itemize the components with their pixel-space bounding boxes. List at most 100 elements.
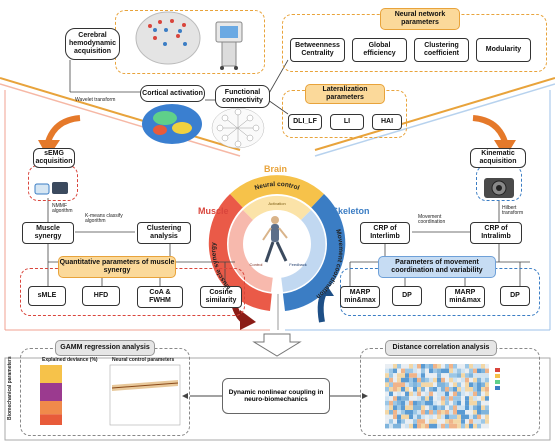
heatmap-cell <box>409 368 413 374</box>
crp-interlimb-box: CRP of Interlimb <box>360 222 410 244</box>
heatmap-cell <box>429 400 433 406</box>
heatmap-cell <box>417 368 421 374</box>
heatmap-cell <box>473 377 477 383</box>
heatmap-cell <box>481 419 485 424</box>
heatmap-cell <box>385 419 389 424</box>
heatmap-cell <box>473 364 477 369</box>
heatmap-cell <box>481 364 485 369</box>
distance-correlation-heatmap <box>385 364 500 429</box>
heatmap-cell <box>437 414 441 420</box>
heatmap-cell <box>481 410 485 415</box>
heatmap-cell <box>449 364 453 369</box>
heatmap-cell <box>409 377 413 383</box>
heatmap-cell <box>409 382 413 387</box>
heatmap-cell <box>449 382 453 387</box>
nn-item-3: Clustering coefficient <box>414 38 469 62</box>
heatmap-cell <box>389 396 393 401</box>
heatmap-cell <box>469 382 473 387</box>
heatmap-cell <box>461 373 465 378</box>
distance-frame <box>360 348 540 436</box>
heatmap-cell <box>469 419 473 424</box>
heatmap-cell <box>485 400 489 406</box>
heatmap-cell <box>485 387 489 392</box>
heatmap-cell <box>473 387 477 392</box>
heatmap-cell <box>389 410 393 415</box>
heatmap-cell <box>457 400 461 406</box>
fnirs-device-image <box>215 21 243 70</box>
heatmap-cell <box>481 396 485 401</box>
heatmap-cell <box>457 391 461 397</box>
heatmap-cell <box>445 382 449 387</box>
heatmap-cell <box>433 405 437 410</box>
heatmap-cell <box>417 387 421 392</box>
heatmap-cell <box>457 368 461 374</box>
heatmap-cell <box>405 414 409 420</box>
heatmap-cell <box>445 377 449 383</box>
heatmap-cell <box>453 382 457 387</box>
heatmap-legend-swatch <box>495 374 500 378</box>
heatmap-cell <box>453 391 457 397</box>
heatmap-cell <box>413 423 417 429</box>
heatmap-cell <box>385 414 389 420</box>
heatmap-cell <box>429 382 433 387</box>
heatmap-cell <box>429 373 433 378</box>
heatmap-cell <box>385 368 389 374</box>
heatmap-cell <box>477 373 481 378</box>
heatmap-cell <box>465 396 469 401</box>
heatmap-cell <box>473 382 477 387</box>
heatmap-cell <box>421 414 425 420</box>
heatmap-cell <box>457 414 461 420</box>
heatmap-cell <box>449 396 453 401</box>
muscle-item-4: Cosine similarity <box>200 286 242 308</box>
heatmap-cell <box>469 364 473 369</box>
heatmap-cell <box>425 414 429 420</box>
heatmap-cell <box>413 391 417 397</box>
heatmap-cell <box>397 419 401 424</box>
heatmap-cell <box>453 400 457 406</box>
heatmap-cell <box>429 410 433 415</box>
heatmap-cell <box>397 391 401 397</box>
heatmap-cell <box>417 414 421 420</box>
hilbert-label: Hilbert transform <box>502 205 524 217</box>
heatmap-cell <box>473 410 477 415</box>
heatmap-cell <box>413 396 417 401</box>
heatmap-cell <box>405 423 409 429</box>
heatmap-cell <box>469 405 473 410</box>
heatmap-cell <box>449 405 453 410</box>
neural-control-params-label: Neural control parameters <box>112 357 175 363</box>
heatmap-cell <box>485 368 489 374</box>
heatmap-cell <box>397 414 401 420</box>
heatmap-cell <box>393 391 397 397</box>
heatmap-cell <box>413 400 417 406</box>
heatmap-cell <box>413 382 417 387</box>
heatmap-cell <box>421 419 425 424</box>
heatmap-cell <box>421 400 425 406</box>
heatmap-cell <box>433 423 437 429</box>
heatmap-cell <box>453 423 457 429</box>
heatmap-cell <box>413 368 417 374</box>
heatmap-cell <box>437 391 441 397</box>
heatmap-cell <box>429 423 433 429</box>
heatmap-cell <box>405 373 409 378</box>
stacked-bar-segment <box>40 383 62 401</box>
heatmap-cell <box>485 410 489 415</box>
heatmap-cell <box>465 387 469 392</box>
heatmap-cell <box>417 423 421 429</box>
heatmap-cell <box>425 377 429 383</box>
heatmap-cell <box>385 410 389 415</box>
semg-acq-box: sEMG acquisition <box>33 148 75 168</box>
heatmap-cell <box>449 419 453 424</box>
heatmap-cell <box>429 419 433 424</box>
heatmap-cell <box>401 410 405 415</box>
orange-band-left <box>0 77 241 151</box>
heatmap-cell <box>401 382 405 387</box>
heatmap-cell <box>437 382 441 387</box>
heatmap-cell <box>425 373 429 378</box>
heatmap-cell <box>437 368 441 374</box>
lat-item-1: DLI_LF <box>288 114 322 130</box>
heatmap-cell <box>429 364 433 369</box>
heatmap-cell <box>469 410 473 415</box>
skeleton-item-4: DP <box>500 286 530 306</box>
heatmap-cell <box>417 391 421 397</box>
heatmap-cell <box>389 405 393 410</box>
